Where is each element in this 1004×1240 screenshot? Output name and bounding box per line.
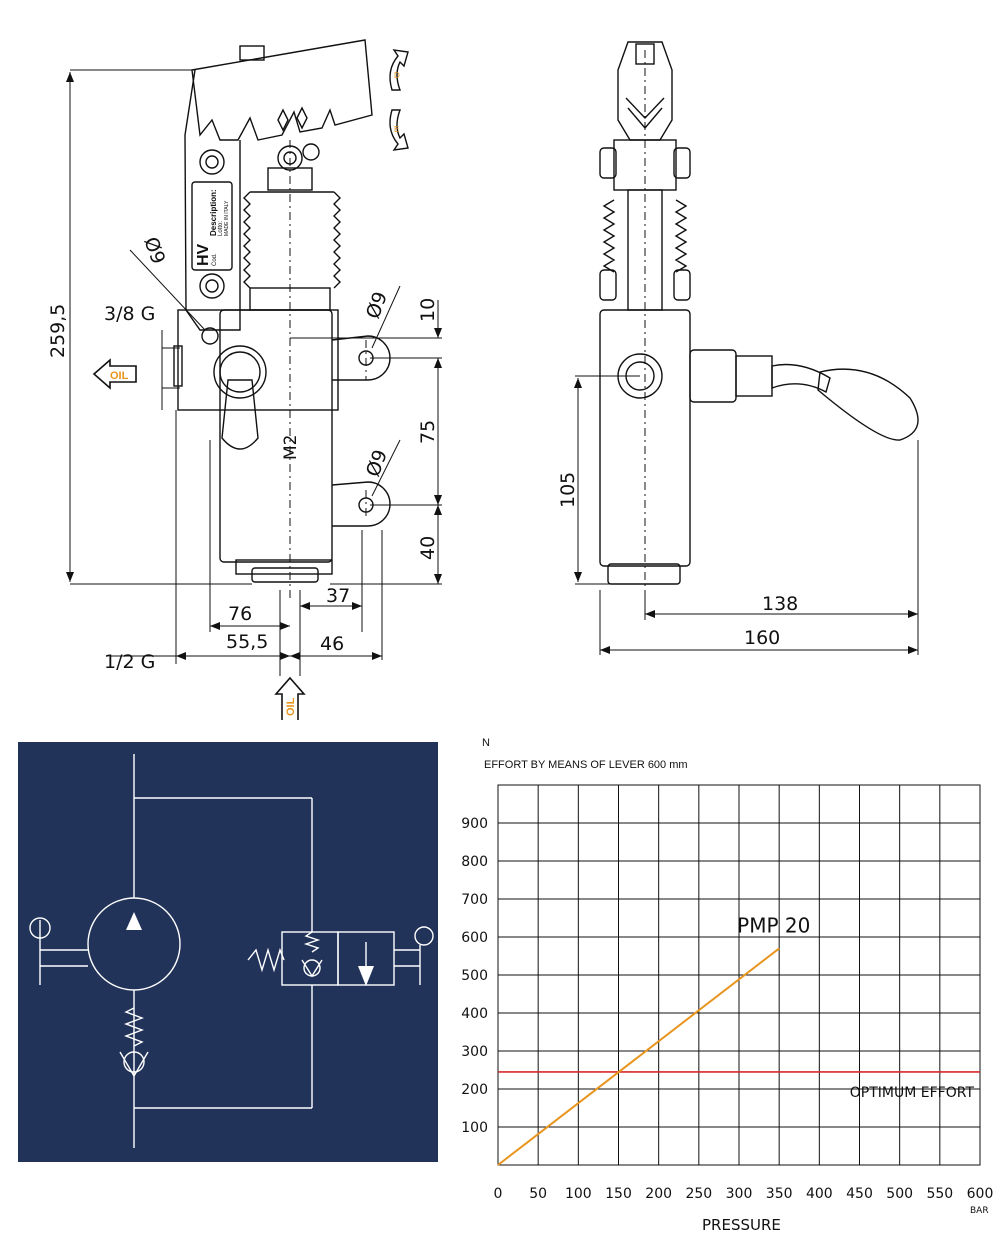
chart-x-label: PRESSURE — [702, 1216, 781, 1234]
dim-40: 40 — [417, 536, 439, 560]
plate-line4: MADE IN ITALY — [224, 200, 230, 236]
chart-y-unit: N — [482, 737, 490, 749]
chart-y-tick: 700 — [461, 892, 488, 908]
dim-hole-right-2: Ø9 — [362, 447, 392, 480]
dim-port-bottom: 1/2 G — [104, 651, 155, 673]
chart-x-tick: 600 — [967, 1186, 994, 1202]
chart-y-tick: 200 — [461, 1082, 488, 1098]
chart-title: EFFORT BY MEANS OF LEVER 600 mm — [484, 759, 688, 771]
chart-y-tick: 800 — [461, 854, 488, 870]
technical-drawing: 259,5 3/8 G 1/2 G Ø9 Ø9 Ø9 10 75 40 37 7… — [47, 39, 919, 720]
optimum-effort-label: OPTIMUM EFFORT — [850, 1085, 975, 1101]
rotation-arrow-up-icon: D — [389, 49, 409, 91]
dim-hole-top-left: Ø9 — [139, 234, 169, 267]
dim-height-total: 259,5 — [47, 304, 69, 358]
dim-160: 160 — [744, 627, 780, 649]
svg-text:OIL: OIL — [285, 697, 297, 716]
chart-x-tick: 400 — [806, 1186, 833, 1202]
dim-138: 138 — [762, 593, 798, 615]
chart-x-tick: 200 — [645, 1186, 672, 1202]
plate-line3: Cod. — [212, 253, 218, 266]
chart-y-tick: 600 — [461, 930, 488, 946]
svg-text:OIL: OIL — [110, 370, 129, 382]
rotation-arrow-down-icon: E — [389, 109, 409, 151]
plate-brand: HV — [195, 243, 212, 266]
chart-y-tick: 100 — [461, 1120, 488, 1136]
chart-y-tick: 300 — [461, 1044, 488, 1060]
chart-y-tick: 500 — [461, 968, 488, 984]
dim-10: 10 — [417, 298, 439, 322]
dim-105: 105 — [557, 472, 579, 508]
chart-x-tick: 150 — [605, 1186, 632, 1202]
dim-76: 76 — [228, 603, 252, 625]
dim-75: 75 — [417, 420, 439, 444]
chart-x-tick: 300 — [726, 1186, 753, 1202]
chart-y-tick: 400 — [461, 1006, 488, 1022]
schematic-background — [18, 742, 438, 1162]
chart-x-tick: 100 — [565, 1186, 592, 1202]
chart-x-tick: 50 — [529, 1186, 547, 1202]
series-line-pmp20 — [497, 947, 780, 1166]
dim-46: 46 — [320, 633, 344, 655]
body-mark: M2 — [281, 435, 301, 460]
dim-37: 37 — [326, 585, 350, 607]
chart-y-tick: 900 — [461, 816, 488, 832]
plate-line2: Lotto: — [218, 221, 224, 236]
svg-text:E: E — [394, 125, 399, 134]
chart-x-tick: 550 — [926, 1186, 953, 1202]
chart-plot-area — [497, 784, 981, 1166]
chart-x-unit: BAR — [970, 1206, 989, 1216]
chart-x-tick: 250 — [685, 1186, 712, 1202]
plate-line1: Description: — [209, 189, 218, 236]
chart-x-tick: 350 — [766, 1186, 793, 1202]
chart-x-tick: 450 — [846, 1186, 873, 1202]
oil-arrow-side: OIL — [92, 358, 137, 390]
oil-arrow-bottom: OIL — [274, 676, 306, 720]
chart-x-tick: 500 — [886, 1186, 913, 1202]
dim-hole-right-1: Ø9 — [362, 289, 392, 322]
dim-port-side: 3/8 G — [104, 303, 155, 325]
dim-55: 55,5 — [226, 631, 268, 653]
series-label-pmp20: PMP 20 — [737, 913, 810, 937]
chart-x-tick: 0 — [494, 1186, 503, 1202]
svg-text:D: D — [394, 71, 400, 80]
